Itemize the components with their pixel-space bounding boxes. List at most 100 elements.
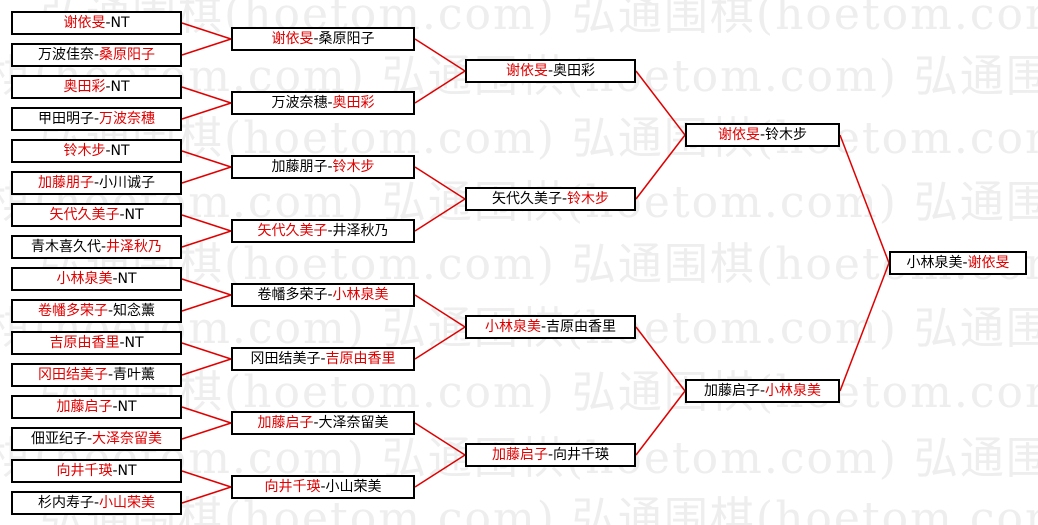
winner-name: 加藤启子 bbox=[257, 415, 314, 431]
match-box: 矢代久美子-铃木步 bbox=[465, 187, 636, 211]
match-box: 小林泉美-吉原由香里 bbox=[465, 315, 636, 339]
winner-name: 小林泉美 bbox=[56, 271, 113, 287]
player-name: 青木喜久代 bbox=[30, 239, 101, 255]
separator: - bbox=[105, 79, 111, 95]
connector-line bbox=[181, 150, 232, 168]
match-box: 加藤启子-向井千瑛 bbox=[465, 443, 636, 467]
connector-line bbox=[635, 70, 686, 136]
player-name: 冈田结美子 bbox=[250, 351, 321, 367]
winner-name: 桑原阳子 bbox=[99, 47, 156, 63]
match-box: 佃亚纪子-大泽奈留美 bbox=[11, 427, 182, 451]
connector-line bbox=[181, 422, 232, 440]
separator: - bbox=[547, 447, 554, 463]
separator: - bbox=[547, 63, 554, 79]
match-box: 吉原由香里-NT bbox=[11, 331, 182, 355]
winner-name: 谢依旻 bbox=[717, 127, 760, 143]
winner-name: 谢依旻 bbox=[505, 63, 548, 79]
separator: - bbox=[107, 303, 114, 319]
match-box: 谢依旻-铃木步 bbox=[685, 123, 840, 147]
player-name: 向井千瑛 bbox=[553, 447, 610, 463]
player-name: NT bbox=[117, 271, 137, 287]
separator: - bbox=[93, 175, 100, 191]
winner-name: 铃木步 bbox=[567, 191, 610, 207]
winner-name: 大泽奈留美 bbox=[92, 431, 163, 447]
player-name: NT bbox=[117, 399, 137, 415]
separator: - bbox=[105, 15, 111, 31]
winner-name: 铃木步 bbox=[63, 143, 106, 159]
match-box: 杉内寿子-小山荣美 bbox=[11, 491, 182, 515]
match-box: 奥田彩-NT bbox=[11, 75, 182, 99]
connector-line bbox=[414, 166, 466, 200]
player-name: 矢代久美子 bbox=[491, 191, 562, 207]
connector-line bbox=[414, 294, 466, 328]
connector-line bbox=[181, 294, 232, 312]
connector-line bbox=[181, 230, 232, 248]
connector-line bbox=[181, 22, 232, 40]
winner-name: 向井千瑛 bbox=[56, 463, 113, 479]
player-name: 万波佳奈 bbox=[37, 47, 94, 63]
separator: - bbox=[119, 335, 125, 351]
player-name: 加藤朋子 bbox=[271, 159, 328, 175]
player-name: 甲田明子 bbox=[37, 111, 94, 127]
match-box: 卷幡多荣子-小林泉美 bbox=[231, 283, 415, 307]
winner-name: 矢代久美子 bbox=[49, 207, 120, 223]
player-name: 青叶薰 bbox=[113, 367, 156, 383]
player-name: 铃木步 bbox=[765, 127, 808, 143]
separator: - bbox=[86, 431, 93, 447]
separator: - bbox=[93, 47, 100, 63]
match-box: 加藤启子-大泽奈留美 bbox=[231, 411, 415, 435]
match-box: 万波佳奈-桑原阳子 bbox=[11, 43, 182, 67]
connector-line bbox=[181, 38, 232, 56]
winner-name: 吉原由香里 bbox=[49, 335, 120, 351]
match-box: 加藤启子-小林泉美 bbox=[685, 379, 840, 403]
connector-line bbox=[414, 38, 466, 72]
winner-name: 向井千瑛 bbox=[264, 479, 321, 495]
match-box: 加藤朋子-铃木步 bbox=[231, 155, 415, 179]
winner-name: 冈田结美子 bbox=[37, 367, 108, 383]
winner-name: 加藤朋子 bbox=[37, 175, 94, 191]
player-name: 佃亚纪子 bbox=[30, 431, 87, 447]
connector-line bbox=[181, 278, 232, 296]
separator: - bbox=[327, 223, 333, 239]
player-name: 小川诚子 bbox=[99, 175, 156, 191]
separator: - bbox=[561, 191, 568, 207]
match-box: 小林泉美-NT bbox=[11, 267, 182, 291]
match-box: 谢依旻-奥田彩 bbox=[465, 59, 636, 83]
winner-name: 谢依旻 bbox=[63, 15, 106, 31]
player-name: 大泽奈留美 bbox=[318, 415, 389, 431]
connector-line bbox=[181, 470, 232, 488]
winner-name: 万波奈穗 bbox=[99, 111, 156, 127]
match-box: 向井千瑛-NT bbox=[11, 459, 182, 483]
separator: - bbox=[112, 271, 118, 287]
separator: - bbox=[759, 127, 766, 143]
match-box: 矢代久美子-井泽秋乃 bbox=[231, 219, 415, 243]
winner-name: 小林泉美 bbox=[765, 383, 822, 399]
connector-line bbox=[414, 326, 466, 360]
player-name: 知念薰 bbox=[113, 303, 156, 319]
match-box: 加藤启子-NT bbox=[11, 395, 182, 419]
winner-name: 谢依旻 bbox=[967, 255, 1010, 271]
winner-name: 加藤启子 bbox=[491, 447, 548, 463]
player-name: NT bbox=[117, 463, 137, 479]
separator: - bbox=[313, 415, 319, 431]
player-name: NT bbox=[110, 143, 130, 159]
player-name: 万波奈穗 bbox=[271, 95, 328, 111]
connector-line bbox=[181, 86, 232, 104]
separator: - bbox=[112, 463, 118, 479]
connector-line bbox=[839, 262, 890, 392]
player-name: 井泽秋乃 bbox=[332, 223, 389, 239]
player-name: 杉内寿子 bbox=[37, 495, 94, 511]
player-name: 奥田彩 bbox=[553, 63, 596, 79]
winner-name: 小林泉美 bbox=[332, 287, 389, 303]
connector-line bbox=[635, 134, 686, 200]
separator: - bbox=[540, 319, 547, 335]
player-name: NT bbox=[124, 335, 144, 351]
match-box: 万波奈穗-奥田彩 bbox=[231, 91, 415, 115]
player-name: NT bbox=[124, 207, 144, 223]
player-name: 桑原阳子 bbox=[318, 31, 375, 47]
winner-name: 小山荣美 bbox=[99, 495, 156, 511]
separator: - bbox=[320, 479, 326, 495]
connector-line bbox=[414, 198, 466, 232]
connector-line bbox=[181, 214, 232, 232]
